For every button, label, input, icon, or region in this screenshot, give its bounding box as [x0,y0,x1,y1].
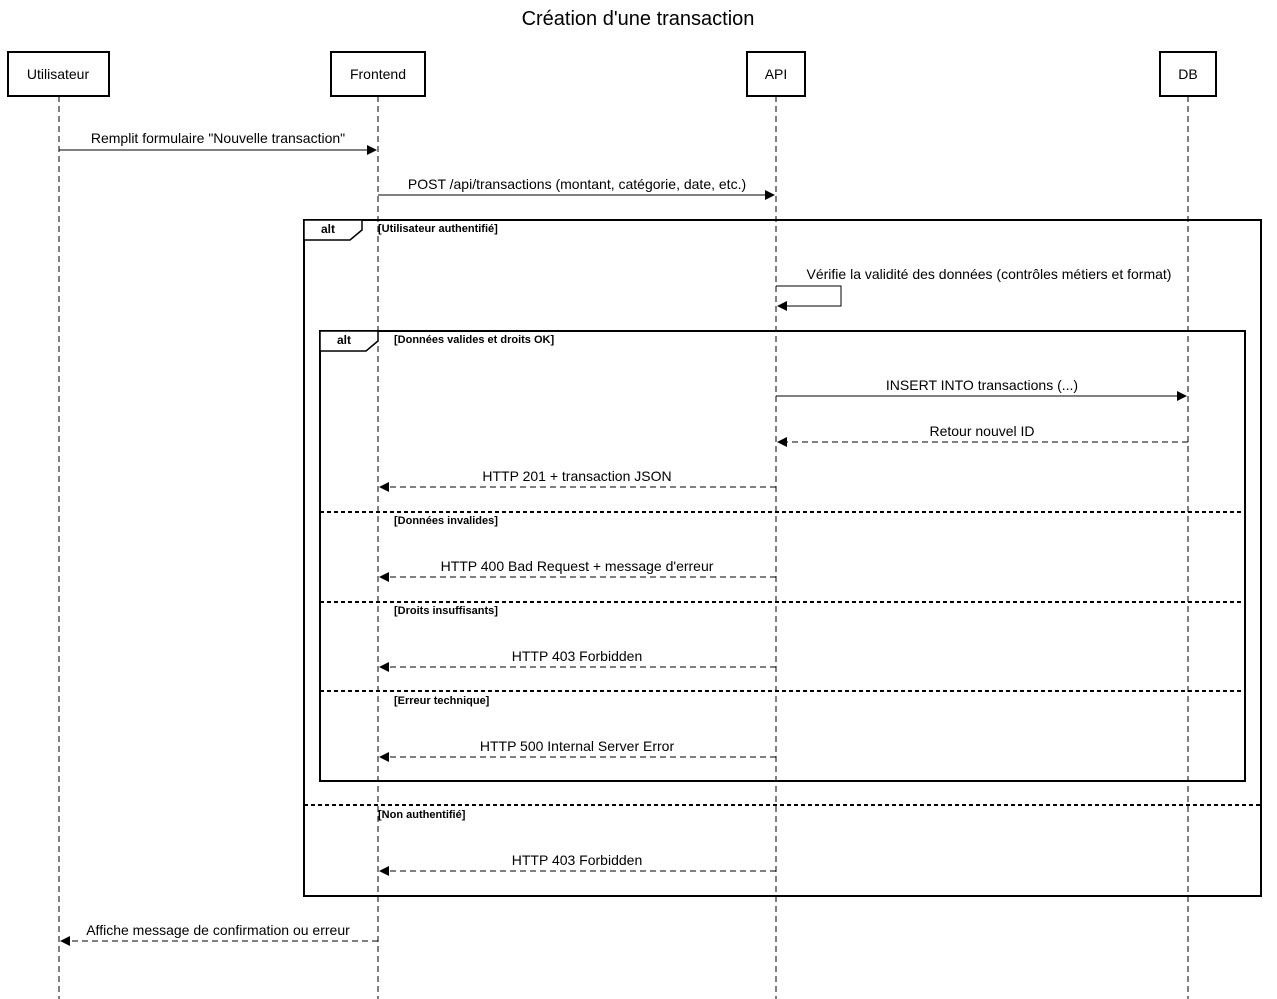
message-http-201: HTTP 201 + transaction JSON [379,468,776,492]
message-http-400: HTTP 400 Bad Request + message d'erreur [379,558,776,582]
actor-api: API [746,51,806,97]
message-http-403-auth: HTTP 403 Forbidden [379,852,776,876]
message-label: Retour nouvel ID [929,423,1034,439]
actor-label: Utilisateur [27,66,90,82]
message-label: POST /api/transactions (montant, catégor… [408,176,746,192]
message-label: HTTP 500 Internal Server Error [480,738,675,754]
message-label: Affiche message de confirmation ou erreu… [86,922,350,938]
lifelines [58,96,1189,999]
guard-label: [Données invalides] [394,515,498,527]
actor-label: DB [1178,66,1197,82]
actor-db: DB [1159,51,1217,97]
message-label: HTTP 400 Bad Request + message d'erreur [441,558,714,574]
message-label: HTTP 403 Forbidden [512,852,642,868]
guard-label: [Utilisateur authentifié] [378,223,498,235]
guard-label: [Données valides et droits OK] [394,334,554,346]
message-label: HTTP 403 Forbidden [512,648,642,664]
message-post-transactions: POST /api/transactions (montant, catégor… [378,176,775,200]
actor-utilisateur: Utilisateur [7,51,110,97]
message-http-500: HTTP 500 Internal Server Error [379,738,776,762]
message-retour-id: Retour nouvel ID [777,423,1188,447]
message-remplit-formulaire: Remplit formulaire "Nouvelle transaction… [59,130,377,155]
message-label: HTTP 201 + transaction JSON [482,468,671,484]
frame-tag-alt: alt [321,222,335,236]
actor-label: Frontend [350,66,406,82]
alt-frame-validation: alt [Données valides et droits OK] [Donn… [319,330,1246,782]
message-label: INSERT INTO transactions (...) [886,377,1078,393]
guard-label: [Droits insuffisants] [394,605,498,617]
alt-frame-authentication: alt [Utilisateur authentifié] [Non authe… [303,219,1262,897]
actor-label: API [765,66,788,82]
message-label: Vérifie la validité des données (contrôl… [807,266,1172,282]
message-label: Remplit formulaire "Nouvelle transaction… [91,130,345,146]
message-insert-into: INSERT INTO transactions (...) [776,377,1187,401]
frame-tag-alt: alt [337,333,351,347]
guard-label: [Erreur technique] [394,695,490,707]
guard-label: [Non authentifié] [378,809,466,821]
actor-frontend: Frontend [330,51,426,97]
diagram-title: Création d'une transaction [522,8,755,30]
message-self-validation: Vérifie la validité des données (contrôl… [776,266,1172,311]
message-http-403-rights: HTTP 403 Forbidden [379,648,776,672]
message-affiche-confirmation: Affiche message de confirmation ou erreu… [60,922,378,946]
